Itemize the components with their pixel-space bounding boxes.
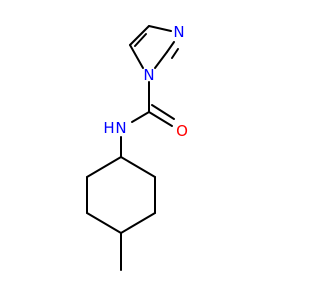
atom-label-n3: N — [173, 23, 184, 41]
imidazole-ring — [129, 25, 179, 69]
atom-label-nh: N — [115, 119, 126, 137]
bond-carbonyl-oxygen-double — [151, 104, 175, 120]
bond-c2-n1 — [154, 51, 168, 69]
atom-label-oxygen: O — [176, 122, 188, 140]
bond-carbonyl-nh — [131, 111, 150, 123]
atom-label-n1: N — [143, 66, 154, 84]
bond-c4-c5 — [129, 25, 150, 46]
bond-c5-n1 — [129, 44, 144, 69]
bond-ring-4 — [86, 212, 122, 234]
bond-c2-n3-double — [171, 48, 179, 59]
bond-carbonyl-oxygen — [148, 111, 173, 127]
bond-c4-c5-double — [134, 33, 147, 47]
cyclohexane-ring — [86, 156, 156, 234]
bond-c2-n3 — [166, 41, 175, 53]
bond-ring-3 — [120, 212, 156, 234]
bond-n3-c4 — [148, 25, 172, 32]
bond-ring-1 — [120, 156, 156, 178]
bond-ring-6 — [86, 156, 122, 178]
molecule-structure: N N O H N — [86, 23, 188, 271]
atom-label-hydrogen: H — [103, 119, 114, 137]
